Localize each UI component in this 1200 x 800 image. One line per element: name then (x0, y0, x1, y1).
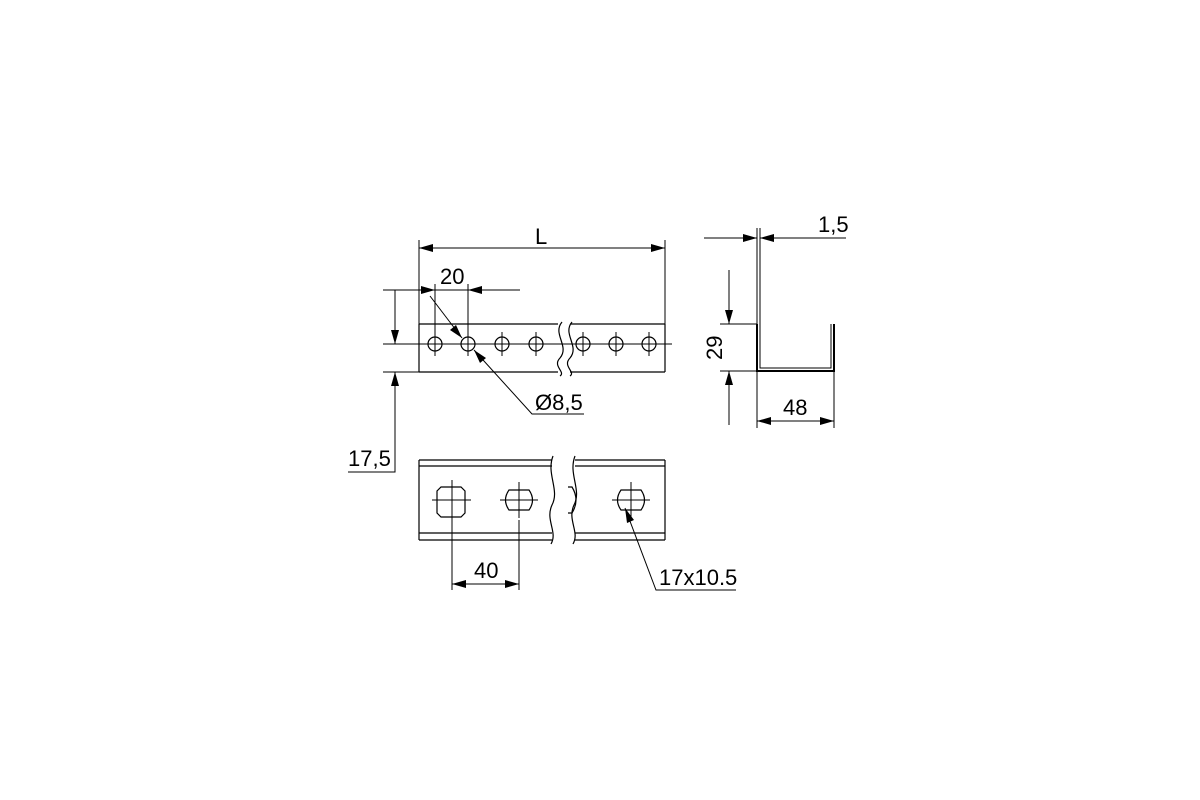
hole-diameter-label: Ø8,5 (535, 390, 583, 415)
slot-size-label: 17x10.5 (659, 565, 737, 590)
slot-pitch-dimension: 40 (451, 520, 520, 590)
hole-pitch-dimension: 20 (400, 264, 520, 336)
height-label: 29 (702, 336, 727, 360)
top-view (412, 321, 672, 377)
hole-offset-label: 17,5 (348, 446, 391, 471)
slots (432, 480, 650, 524)
hole-diameter-dimension: Ø8,5 (429, 295, 584, 415)
thickness-label: 1,5 (818, 212, 849, 237)
width-label: 48 (783, 395, 807, 420)
slot-pitch-label: 40 (474, 558, 498, 583)
slot-size-dimension: 17x10.5 (624, 507, 737, 591)
height-dimension: 29 (702, 270, 757, 425)
side-view (418, 455, 666, 545)
round-holes (427, 332, 657, 356)
hole-offset-dimension: 17,5 (348, 289, 419, 473)
length-dimension: L (418, 224, 666, 324)
hole-pitch-label: 20 (440, 264, 464, 289)
length-label: L (535, 224, 547, 249)
cross-section (756, 324, 835, 372)
thickness-dimension: 1,5 (704, 212, 849, 324)
width-dimension: 48 (756, 371, 835, 428)
